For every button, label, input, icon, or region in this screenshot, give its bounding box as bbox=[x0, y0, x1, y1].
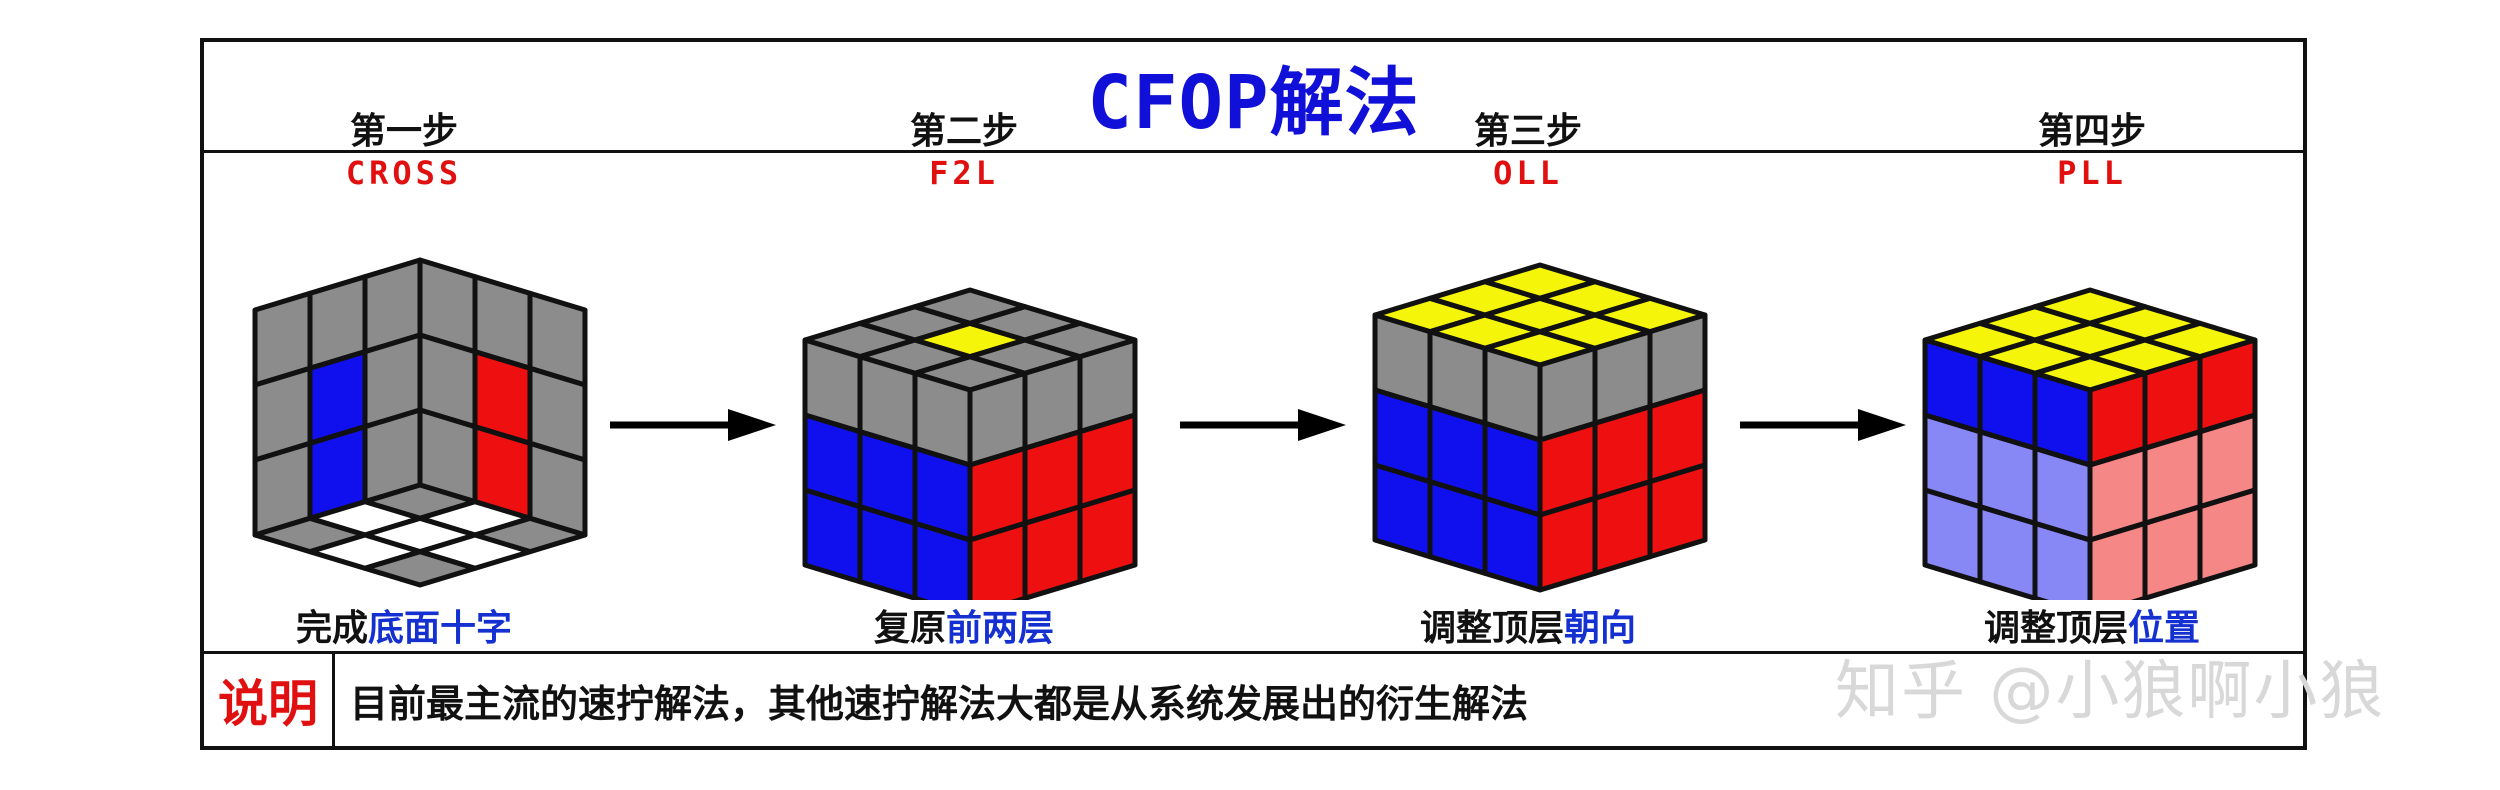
cube-front-right-sticker bbox=[2142, 504, 2203, 600]
cube-front-left-sticker bbox=[1372, 462, 1433, 560]
step-2-header: 第二步 F2L bbox=[744, 110, 1184, 192]
cube-cross-icon bbox=[252, 257, 588, 588]
step-1-caption: 完成底面十字 bbox=[184, 604, 624, 654]
cube-f2l-icon bbox=[802, 287, 1138, 600]
step-4-caption: 调整顶层位置 bbox=[1872, 604, 2312, 654]
step-3-caption: 调整顶层朝向 bbox=[1308, 604, 1748, 654]
step-2-caption-highlight: 前两层 bbox=[946, 608, 1055, 649]
diagram-title: CFOP解法 bbox=[1087, 59, 1420, 146]
step-2-caption: 复原前两层 bbox=[744, 604, 1184, 654]
step-2-code: F2L bbox=[929, 154, 999, 192]
cube-front-left-sticker bbox=[1922, 487, 1983, 585]
cube-floor-sticker bbox=[362, 549, 478, 588]
watermark: 知乎 @小狼啊小狼 bbox=[1835, 655, 2386, 729]
cube-front-right-sticker bbox=[1077, 487, 1138, 585]
step-3-header: 第三步 OLL bbox=[1308, 110, 1748, 192]
arrow-right-icon bbox=[1180, 409, 1346, 441]
step-2-caption-prefix: 复原 bbox=[873, 608, 946, 649]
cube-front-right-sticker bbox=[1537, 495, 1598, 593]
step-1-caption-prefix: 完成 bbox=[295, 608, 368, 649]
note-label: 说明 bbox=[204, 654, 335, 746]
cube-pll-icon bbox=[1922, 287, 2258, 600]
step-3-code: OLL bbox=[1493, 154, 1563, 192]
note-row: 说明 目前最主流的速拧解法，其他速拧解法大都是从系统发展出的衍生解法 bbox=[204, 651, 2303, 746]
diagram-frame: CFOP解法 说明 目前最主流的速拧解法，其他速拧解法大都是从系统发展出的衍生解… bbox=[200, 38, 2307, 750]
note-text: 目前最主流的速拧解法，其他速拧解法大都是从系统发展出的衍生解法 bbox=[350, 681, 1529, 726]
step-3-caption-highlight: 朝向 bbox=[1564, 608, 1637, 649]
cube-front-right-sticker bbox=[1022, 504, 1083, 600]
cube-front-left-sticker bbox=[1482, 495, 1543, 593]
cube-front-left-sticker bbox=[912, 520, 973, 600]
step-3-name: 第三步 bbox=[1473, 111, 1582, 152]
cube-oll-icon bbox=[1372, 262, 1708, 593]
arrow-right-icon bbox=[1740, 409, 1906, 441]
step-3-caption-prefix: 调整顶层 bbox=[1419, 608, 1564, 649]
cube-front-left-sticker bbox=[857, 504, 918, 600]
step-1-code: CROSS bbox=[345, 154, 463, 192]
cube-front-right-sticker bbox=[1647, 462, 1708, 560]
cube-front-left-sticker bbox=[802, 487, 863, 585]
step-1-caption-highlight: 底面十字 bbox=[368, 608, 513, 649]
step-1-name: 第一步 bbox=[349, 111, 458, 152]
cube-front-left-sticker bbox=[1977, 504, 2038, 600]
cube-front-right-sticker bbox=[2197, 487, 2258, 585]
cube-front-left-sticker bbox=[2032, 520, 2093, 600]
step-4-header: 第四步 PLL bbox=[1872, 110, 2312, 192]
step-4-name: 第四步 bbox=[2037, 111, 2146, 152]
title-row: CFOP解法 bbox=[204, 42, 2303, 153]
step-4-caption-highlight: 位置 bbox=[2128, 608, 2201, 649]
cube-front-left-sticker bbox=[1427, 479, 1488, 576]
arrow-right-icon bbox=[610, 409, 776, 441]
step-4-caption-prefix: 调整顶层 bbox=[1983, 608, 2128, 649]
step-1-header: 第一步 CROSS bbox=[184, 110, 624, 192]
step-4-code: PLL bbox=[2057, 154, 2127, 192]
cube-front-right-sticker bbox=[1592, 479, 1653, 576]
step-2-name: 第二步 bbox=[909, 111, 1018, 152]
